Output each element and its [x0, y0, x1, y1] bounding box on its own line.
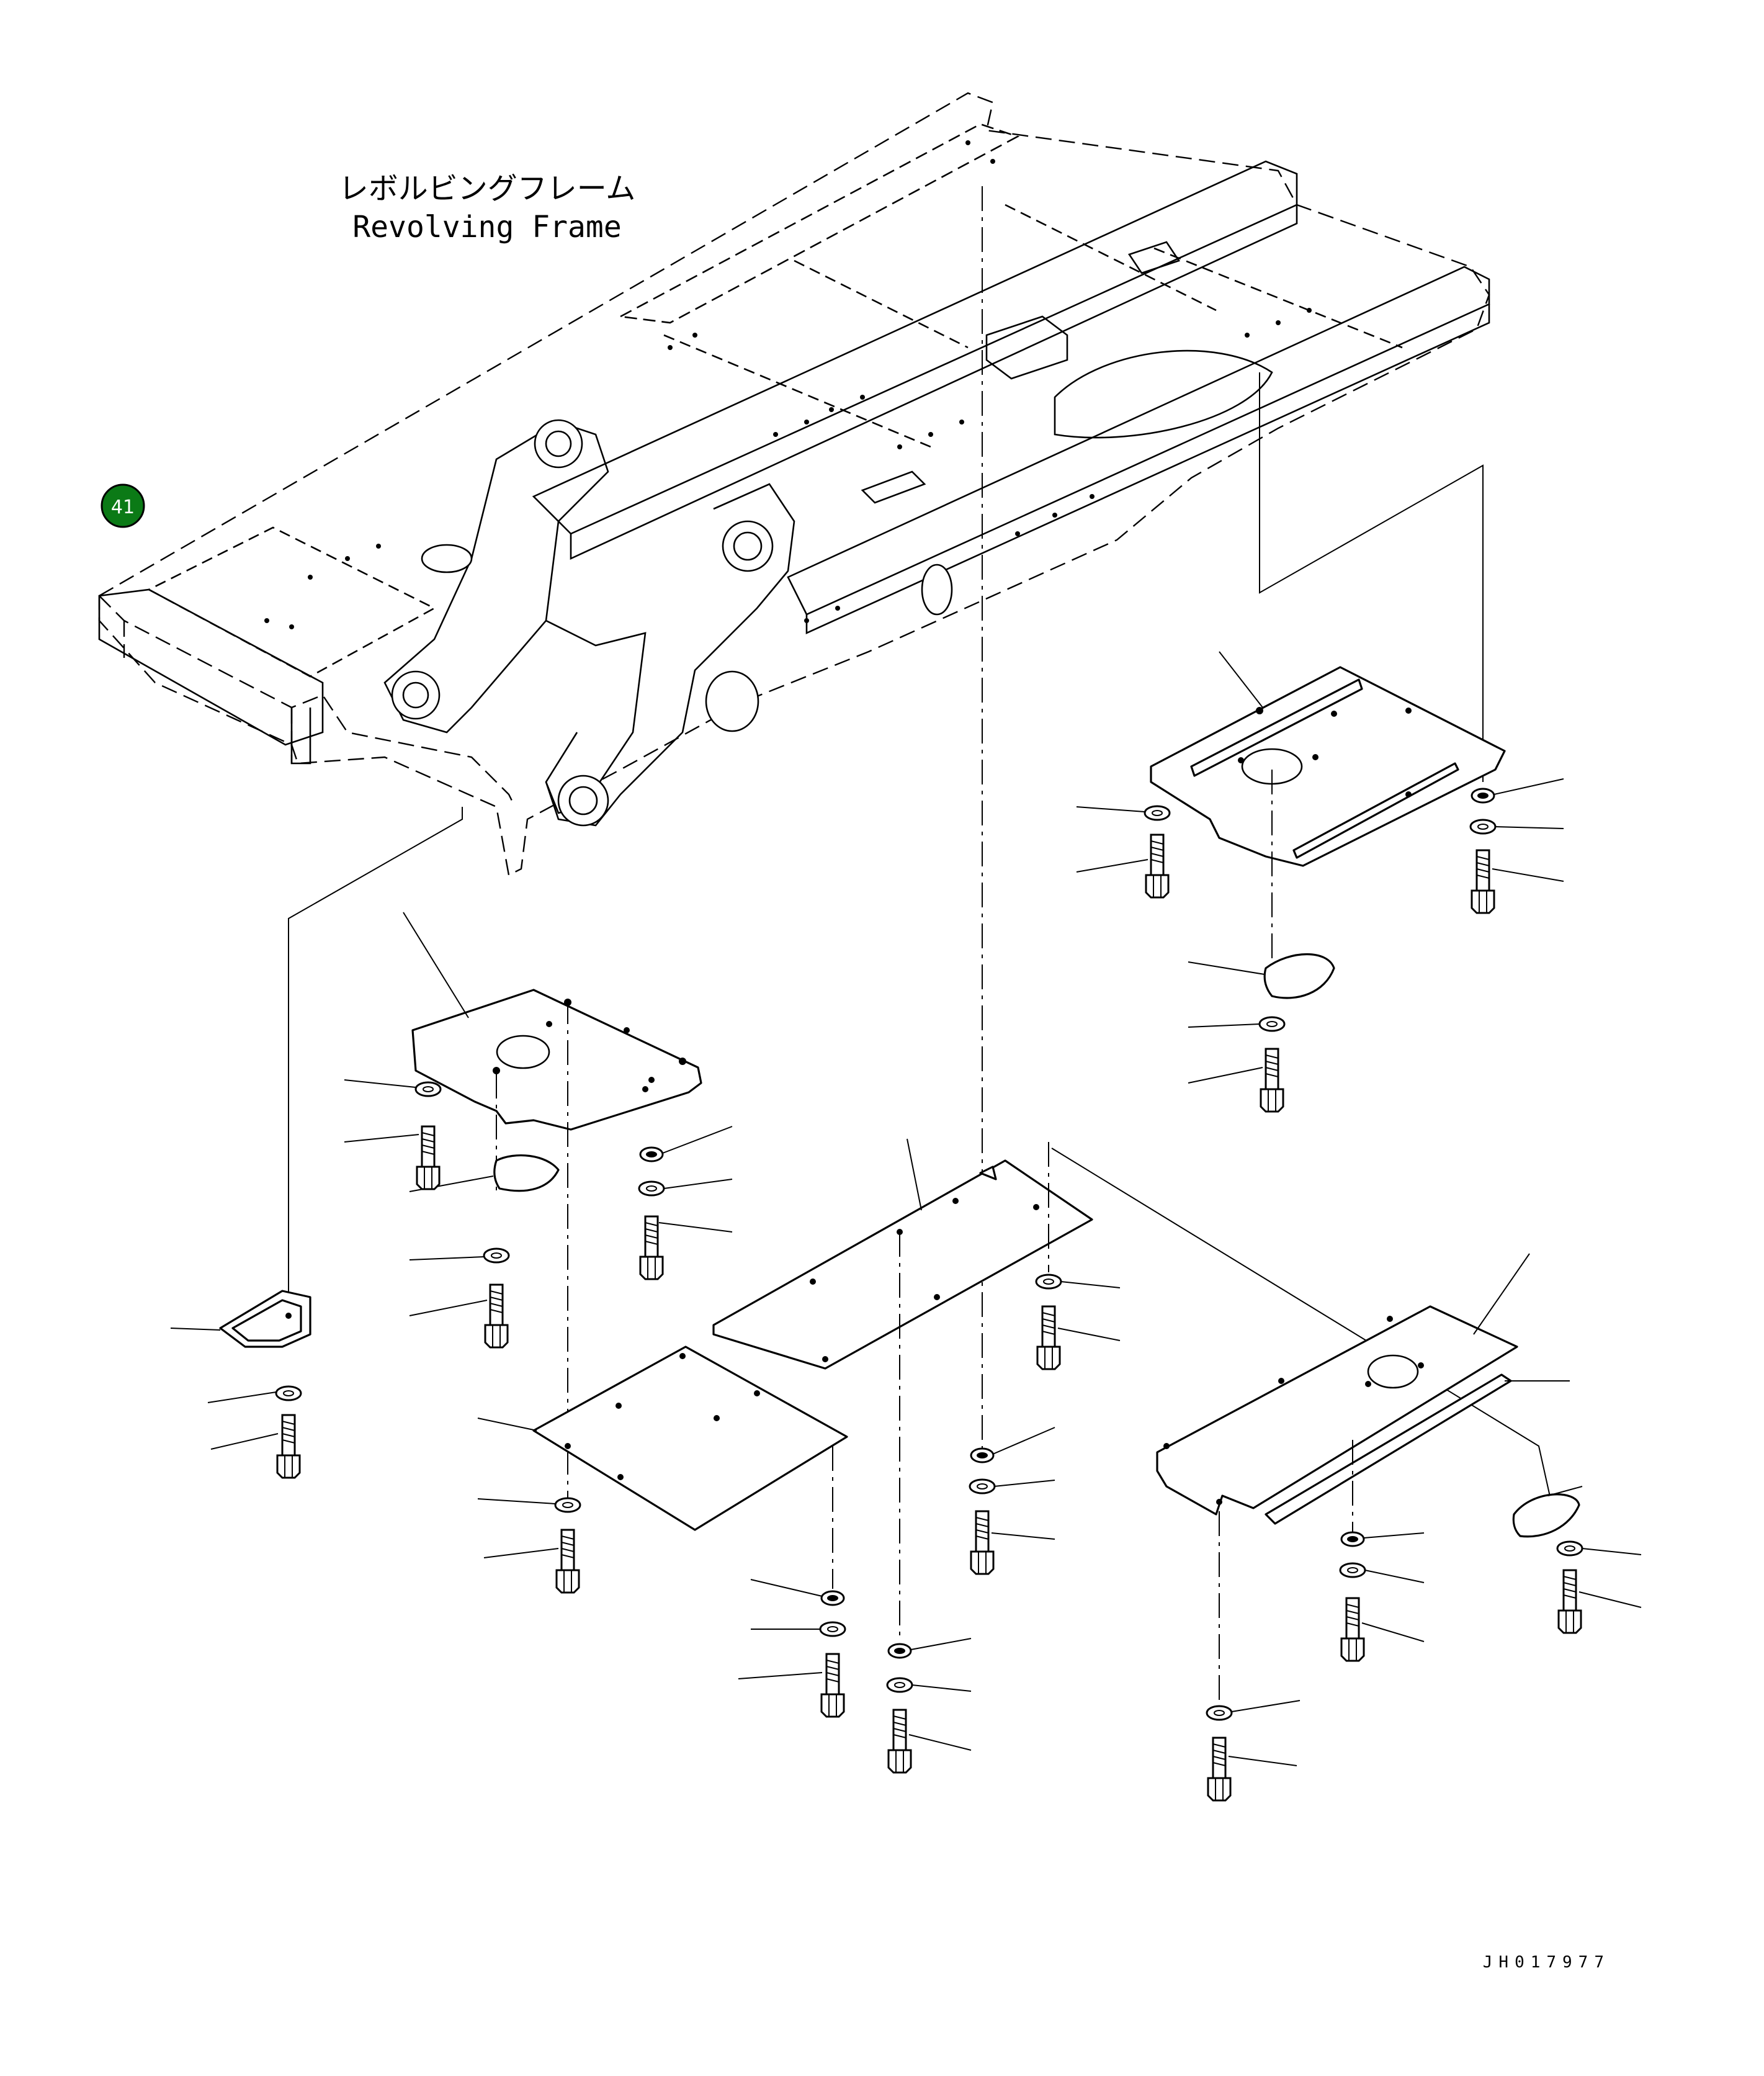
round-cover-2[interactable] — [1188, 953, 1335, 999]
washer — [275, 1385, 302, 1401]
washer — [886, 1677, 913, 1693]
cover-plate-2[interactable] — [712, 1138, 1093, 1370]
washer — [1206, 1705, 1233, 1721]
lock-washer — [1471, 788, 1495, 804]
bolt — [276, 1414, 301, 1479]
washer — [638, 1180, 665, 1197]
washer — [1258, 1016, 1286, 1032]
lock-washer — [639, 1146, 664, 1162]
cover-plate-5[interactable] — [1156, 1253, 1570, 1525]
bolt — [1145, 834, 1170, 899]
washer — [1556, 1540, 1583, 1557]
washer — [414, 1081, 442, 1097]
frame-label-japanese: レボルビングフレーム — [339, 171, 636, 206]
bolt — [1340, 1597, 1365, 1662]
callout-number: 41 — [111, 497, 135, 518]
cover-plate-4[interactable] — [1150, 651, 1506, 867]
cover-plate-3[interactable] — [477, 1346, 848, 1531]
callout-41[interactable]: 41 — [101, 483, 145, 528]
washer — [1469, 819, 1497, 835]
bolt — [970, 1510, 995, 1575]
frame-rivets — [264, 140, 1312, 629]
washer — [969, 1478, 996, 1494]
callout-circle — [101, 483, 145, 528]
washer — [819, 1621, 846, 1637]
lock-washer — [820, 1590, 845, 1606]
bolt — [887, 1709, 912, 1774]
washer — [1144, 805, 1171, 821]
bolt — [820, 1653, 845, 1718]
lock-washer — [970, 1447, 995, 1463]
drawing-id: JH017977 — [1483, 1953, 1610, 1972]
bolt — [1260, 1048, 1284, 1113]
bolt — [1207, 1737, 1232, 1802]
bolt — [416, 1125, 441, 1190]
lock-washer — [887, 1643, 912, 1659]
bolt — [1557, 1569, 1582, 1634]
washer — [1339, 1562, 1366, 1578]
bolt — [555, 1529, 580, 1594]
washer — [1035, 1274, 1062, 1290]
bracket-cover[interactable] — [170, 1290, 311, 1348]
bolt — [1471, 849, 1495, 914]
washer — [554, 1497, 581, 1513]
lock-washer — [1340, 1531, 1365, 1547]
round-cover-3[interactable] — [1512, 1486, 1583, 1538]
revolving-frame — [98, 92, 1490, 876]
round-cover-1[interactable] — [409, 1154, 560, 1192]
cover-plate-1[interactable] — [403, 912, 702, 1131]
bolt — [484, 1283, 509, 1349]
bolt — [639, 1215, 664, 1280]
frame-label-english: Revolving Frame — [352, 210, 621, 245]
fasteners — [207, 778, 1642, 1802]
washer — [483, 1247, 510, 1264]
bolt — [1036, 1305, 1061, 1370]
